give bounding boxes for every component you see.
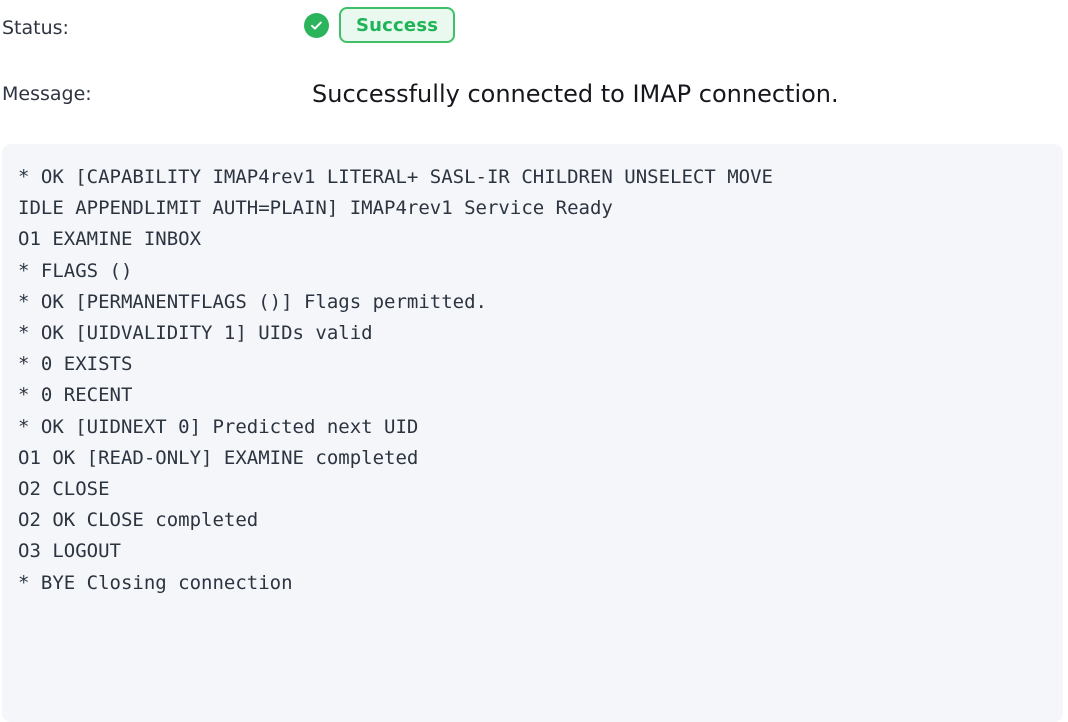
imap-session-log[interactable]: * OK [CAPABILITY IMAP4rev1 LITERAL+ SASL… — [2, 144, 1063, 722]
log-line: O1 EXAMINE INBOX — [18, 228, 202, 251]
log-line: * FLAGS () — [18, 259, 133, 282]
log-line: * 0 RECENT — [18, 384, 133, 407]
status-value: Success — [304, 7, 456, 43]
message-value: Successfully connected to IMAP connectio… — [312, 80, 839, 108]
log-line: * BYE Closing connection — [18, 571, 293, 594]
log-line: O1 OK [READ-ONLY] EXAMINE completed — [18, 446, 419, 469]
message-row: Message: Successfully connected to IMAP … — [0, 70, 1068, 118]
check-circle-icon — [304, 12, 329, 38]
log-line: * 0 EXISTS — [18, 353, 133, 376]
log-line: * OK [PERMANENTFLAGS ()] Flags permitted… — [18, 290, 487, 313]
log-line: IDLE APPENDLIMIT AUTH=PLAIN] IMAP4rev1 S… — [18, 197, 613, 220]
log-line: O2 CLOSE — [18, 478, 110, 501]
log-line: * OK [UIDVALIDITY 1] UIDs valid — [18, 322, 373, 345]
status-label: Status: — [2, 17, 69, 39]
status-row: Status: Success — [0, 0, 1068, 56]
message-label: Message: — [2, 83, 92, 105]
log-line: O3 LOGOUT — [18, 540, 121, 563]
status-badge: Success — [339, 7, 456, 43]
log-line: O2 OK CLOSE completed — [18, 509, 259, 532]
log-line: * OK [CAPABILITY IMAP4rev1 LITERAL+ SASL… — [18, 166, 773, 188]
log-line: * OK [UIDNEXT 0] Predicted next UID — [18, 415, 419, 438]
